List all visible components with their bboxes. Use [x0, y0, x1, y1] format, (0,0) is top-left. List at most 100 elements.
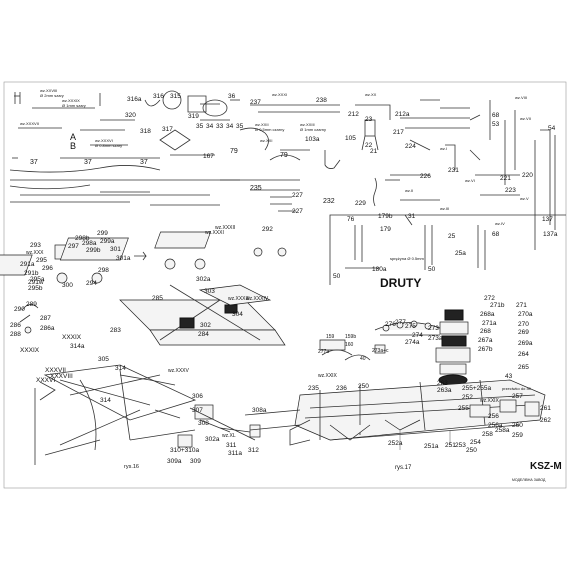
wire-code: wz.XXXIV [246, 296, 269, 302]
part-label: 268 [480, 328, 491, 335]
part-label: 297 [68, 243, 79, 250]
part-label: 36 [228, 93, 236, 100]
wire-note: sprężyna Ø 0.5mm [390, 256, 424, 261]
brand-logo: KSZ-M МОДЕЛІВНА ЗАВОД [512, 461, 562, 482]
part-label: 31 [408, 213, 416, 220]
part-label: 304 [232, 311, 243, 318]
wire-note: Ø 2mm szary [40, 93, 64, 98]
part-label: 276 [385, 321, 396, 328]
wire-note: Ø 1mm czarny [300, 127, 326, 132]
wire-code: wz.VI [465, 178, 475, 183]
druty-panel-border [329, 214, 566, 285]
part-label: 272 [484, 295, 495, 302]
part-label: 251 [445, 442, 456, 449]
part-label: 263 [437, 380, 448, 387]
part-label: 316 [153, 93, 164, 100]
part-label: 227 [292, 208, 303, 215]
part-label: 298a [82, 240, 97, 247]
figure-17-frame: 271b 271 272 270a 270 269 269a 268a 271a… [244, 295, 551, 471]
part-label: 221 [500, 175, 511, 182]
roof-insulators [319, 320, 446, 361]
wire-code: wz.XL [222, 433, 236, 439]
part-label: 224 [405, 143, 416, 150]
part-label: 226 [420, 173, 431, 180]
part-label: 277 [395, 319, 406, 326]
part-label: 298 [98, 267, 109, 274]
assembly-note: przeciwko do 40 [502, 386, 532, 391]
part-label: 250 [358, 383, 369, 390]
part-label: 273a+c [372, 348, 389, 354]
part-label: XXXVII [45, 367, 66, 374]
wire-code: wz.XXIX [480, 398, 500, 404]
part-label: 271b [490, 302, 505, 309]
part-label: 25a [455, 250, 466, 257]
part-label: 311 [226, 442, 237, 449]
part-label: 137a [543, 231, 558, 238]
druty-title: DRUTY [380, 276, 421, 290]
part-label: 291b [24, 270, 39, 277]
wire-code: wz.VIII [515, 95, 527, 100]
part-label: 312 [248, 447, 259, 454]
part-label: 299a [100, 238, 115, 245]
part-label: 105 [345, 135, 356, 142]
part-label: 296 [42, 265, 53, 272]
part-label: 264 [518, 351, 529, 358]
part-label: 23 [365, 116, 373, 123]
part-label: XXXIX [20, 347, 40, 354]
figure-caption: rys.16 [124, 464, 139, 470]
part-label: 261 [540, 405, 551, 412]
wire-code: wz.XXII [255, 122, 269, 127]
fig17-labels: 271b 271 272 270a 270 269 269a 268a 271a… [308, 295, 551, 471]
wire-code: wz.XXXII [215, 225, 235, 231]
part-label: 314 [115, 365, 126, 372]
part-label: 277a [318, 349, 329, 355]
part-label: 37 [140, 159, 148, 166]
part-label: 283 [110, 327, 121, 334]
part-label: 253 [455, 442, 466, 449]
part-label: 37 [30, 159, 38, 166]
part-label: 303 [204, 288, 215, 295]
part-label: XXXVIII [50, 373, 73, 380]
chassis [244, 379, 546, 450]
part-label: 103a [305, 136, 320, 143]
wire-code: wz.XXX [26, 250, 44, 256]
part-label: 315 [170, 93, 181, 100]
part-label: 286a [40, 325, 55, 332]
part-label: 237 [250, 99, 261, 106]
sheet-frame [3, 81, 567, 489]
part-label: 302a [205, 436, 220, 443]
part-label: 260 [512, 422, 523, 429]
part-label: 289 [26, 301, 37, 308]
part-label: 229 [355, 200, 366, 207]
part-label: 68 [492, 112, 500, 119]
part-label: 257 [512, 393, 523, 400]
part-label: 305 [98, 356, 109, 363]
part-label: 318 [140, 128, 151, 135]
part-label: 79 [280, 152, 288, 159]
wire-group-middle [144, 90, 340, 212]
figure-16-pantograph: wz.XXX wz.XXXI wz.XXXII wz.XXXIII wz.XXX… [0, 225, 287, 470]
part-label: 252a [388, 440, 403, 447]
part-label: 269a [518, 340, 533, 347]
part-label: 270 [518, 321, 529, 328]
wire-code: wz.III [440, 206, 449, 211]
part-label: 256a [488, 422, 503, 429]
part-label: 299 [97, 230, 108, 237]
part-label: 307 [192, 407, 203, 414]
part-label: 295b [28, 285, 43, 292]
part-label: 259 [512, 432, 523, 439]
wire-note: Ø 0.8mm szary [95, 143, 122, 148]
part-label: 320 [125, 112, 136, 119]
part-label: 314a [70, 343, 85, 350]
part-label: 50 [428, 266, 436, 273]
part-label: 308 [198, 420, 209, 427]
part-label: 262 [540, 417, 551, 424]
small-parts [19, 304, 39, 334]
part-label: XXXVI [36, 377, 55, 384]
logo-subtext: МОДЕЛІВНА ЗАВОД [512, 478, 546, 482]
part-label: 255 [458, 405, 469, 412]
part-label: 268a [480, 311, 495, 318]
part-label: 301 [110, 246, 121, 253]
part-label: 37 [84, 159, 92, 166]
